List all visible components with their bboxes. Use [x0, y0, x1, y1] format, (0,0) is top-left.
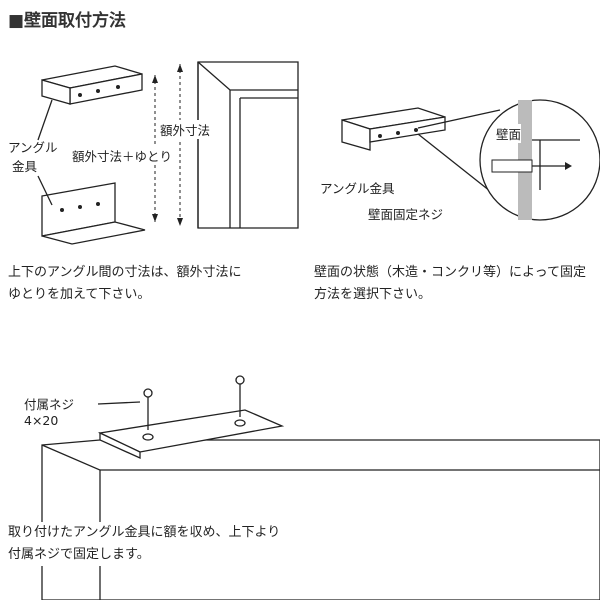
diagram2-caption-line2: 方法を選択下さい。 — [314, 287, 432, 302]
outer-dimension-plus-margin-label: 額外寸法＋ゆとり — [72, 146, 173, 165]
wall-screw-label: 壁面固定ネジ — [368, 207, 444, 222]
diagram1-caption-line2: ゆとりを加えて下さい。 — [8, 287, 151, 302]
angle-bracket-label-line2: 金具 — [12, 159, 38, 174]
frame-mounting-illustration — [41, 375, 600, 600]
angle-bracket-label-line1: アングル — [8, 140, 58, 155]
included-screw-label: 付属ネジ — [24, 397, 75, 412]
lower-angle-bracket — [41, 182, 146, 245]
wall-detail-magnifier — [479, 99, 600, 221]
diagram1-caption-line1: 上下のアングル間の寸法は、額外寸法に — [8, 265, 242, 280]
wall-label: 壁面 — [496, 124, 522, 143]
wall-bracket-illustration — [341, 107, 501, 196]
upper-angle-bracket — [41, 65, 143, 105]
page-title: ■壁面取付方法 — [8, 11, 127, 31]
outer-dimension-label: 額外寸法 — [160, 120, 211, 139]
included-screw-size: 4×20 — [24, 413, 59, 428]
angle-bracket-label: アングル金具 — [320, 181, 395, 196]
diagram2-caption-line1: 壁面の状態（木造・コンクリ等）によって固定 — [314, 265, 586, 280]
diagram3-caption-line2: 付属ネジで固定します。 — [8, 544, 150, 566]
frame-illustration — [197, 61, 299, 229]
diagram3-caption-line1: 取り付けたアングル金具に額を収め、上下より — [8, 522, 281, 544]
